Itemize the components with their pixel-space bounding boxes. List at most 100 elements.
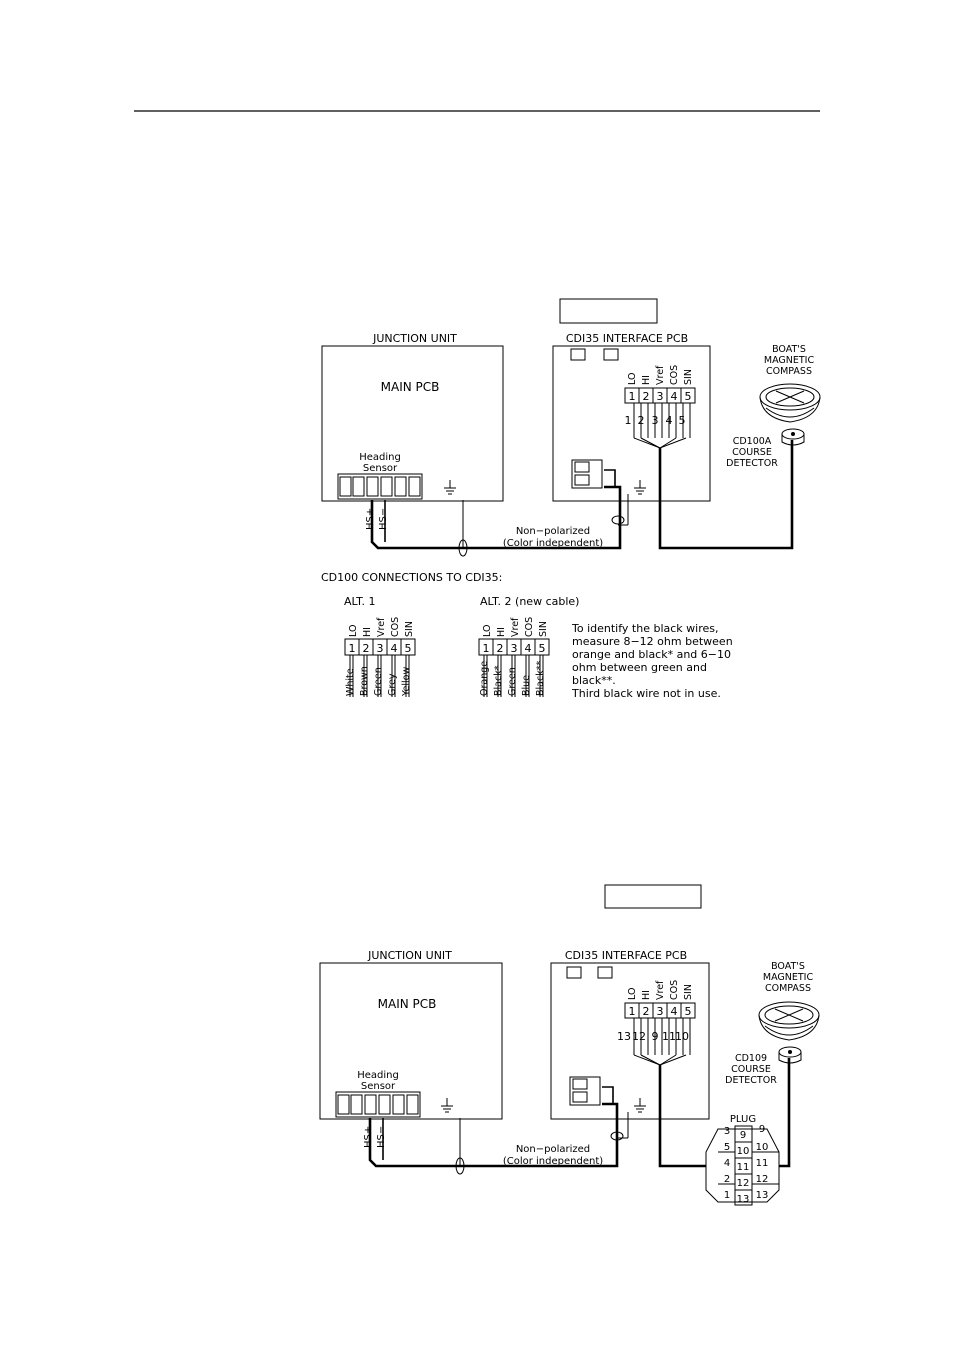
plug-right-number: 10 (756, 1142, 769, 1153)
plug-right-number: 12 (756, 1174, 769, 1185)
plug-connector (705, 1125, 780, 1206)
signal-lo-label: LO (627, 988, 638, 1000)
plug-pin: 10 (737, 1146, 750, 1157)
diagram-cd100a: JUNCTION UNIT MAIN PCB Heading Sensor HS… (321, 332, 821, 557)
figure-caption-box-2 (604, 884, 702, 909)
wire-number: 10 (675, 1030, 689, 1043)
plug-left-number: 5 (724, 1142, 730, 1153)
cable-note: (Color independent) (503, 1156, 603, 1167)
detector-label: CD109 (735, 1053, 767, 1064)
cdi35-connector-1 (571, 459, 603, 489)
heading-sensor-terminal (335, 1091, 421, 1118)
cdi35-component (597, 966, 613, 979)
terminal-number: 2 (497, 642, 504, 655)
terminal-number: 5 (685, 390, 692, 403)
note-line: Third black wire not in use. (571, 687, 721, 700)
cdi35-box (552, 345, 711, 502)
wire-number: 12 (632, 1030, 646, 1043)
alt2-wire-color: Black** (535, 661, 546, 696)
alt1-terminal-strip (344, 638, 416, 656)
detector-cable (658, 1065, 706, 1168)
plug-pin: 9 (740, 1130, 746, 1141)
junction-unit-title: JUNCTION UNIT (372, 332, 457, 345)
alt2-terminal-strip (478, 638, 550, 656)
hs-plus-label: HS+ (365, 508, 376, 530)
detector-label: DETECTOR (725, 1075, 777, 1086)
terminal-number: 2 (643, 390, 650, 403)
terminal-number: 4 (525, 642, 532, 655)
alt2-signal-label: HI (496, 627, 507, 637)
junction-unit-box (319, 962, 503, 1120)
plug-left-number: 1 (724, 1190, 730, 1201)
main-pcb-label: MAIN PCB (378, 997, 437, 1011)
alt1-signal-label: LO (348, 625, 359, 637)
signal-sin-label: SIN (683, 369, 694, 385)
hs-minus-label: HS− (376, 1126, 387, 1148)
alt1-signal-label: Vref (376, 617, 387, 637)
alt1-wire-color: Grey (387, 673, 398, 696)
alt2-title: ALT. 2 (new cable) (480, 595, 579, 608)
alt1-title: ALT. 1 (344, 595, 376, 608)
terminal-number: 4 (671, 390, 678, 403)
compass-icon (759, 383, 821, 423)
detector-label: DETECTOR (726, 458, 778, 469)
cable-note: (Color independent) (503, 538, 603, 549)
plug-right-number: 9 (759, 1124, 765, 1135)
heading-label: Heading (357, 1070, 399, 1081)
alt2-wire-color: Green (507, 667, 518, 696)
wire-number: 3 (652, 414, 659, 427)
plug-title: PLUG (730, 1114, 756, 1125)
compass-label: COMPASS (766, 366, 812, 377)
terminal-number: 3 (511, 642, 518, 655)
plug-left-number: 3 (724, 1126, 730, 1137)
cd100-connections: CD100 CONNECTIONS TO CDI35: ALT. 1 ALT. … (321, 571, 733, 700)
alt2-signal-label: SIN (538, 621, 549, 637)
plug-pin: 13 (737, 1194, 750, 1205)
note-line: orange and black* and 6−10 (572, 648, 731, 661)
signal-vref-label: Vref (655, 980, 666, 1000)
ground-icon (444, 480, 456, 495)
plug-right-number: 13 (756, 1190, 769, 1201)
detector-label: COURSE (731, 1064, 771, 1075)
cable-clamp (610, 1131, 624, 1141)
diagram-cd109: JUNCTION UNIT MAIN PCB Heading Sensor HS… (319, 949, 820, 1206)
wire-number: 1 (625, 414, 632, 427)
alt1-signal-label: COS (390, 617, 401, 637)
terminal-number: 5 (685, 1005, 692, 1018)
cable-note: Non−polarized (516, 526, 590, 537)
sensor-label: Sensor (361, 1081, 396, 1092)
compass-label: MAGNETIC (764, 355, 815, 366)
course-detector-icon (778, 1046, 802, 1064)
terminal-number: 3 (377, 642, 384, 655)
plug-left-number: 4 (724, 1158, 730, 1169)
heading-label: Heading (359, 452, 401, 463)
alt2-signal-label: LO (482, 625, 493, 637)
main-pcb-label: MAIN PCB (381, 380, 440, 394)
note-line: ohm between green and (572, 661, 707, 674)
cable-clamp (458, 539, 468, 557)
alt2-signal-label: Vref (510, 617, 521, 637)
detector-label: CD100A (733, 436, 772, 447)
terminal-number: 4 (671, 1005, 678, 1018)
cdi35-component (603, 348, 619, 361)
compass-label: BOAT'S (772, 344, 806, 355)
cdi35-component (566, 966, 582, 979)
signal-hi-label: HI (641, 990, 652, 1000)
alt2-wire-color: Blue (521, 675, 532, 696)
terminal-number: 1 (629, 390, 636, 403)
alt2-signal-label: COS (524, 617, 535, 637)
terminal-number: 1 (483, 642, 490, 655)
alt1-signal-label: SIN (404, 621, 415, 637)
sensor-label: Sensor (363, 463, 398, 474)
alt2-wire-color: Black* (493, 665, 504, 696)
terminal-number: 4 (391, 642, 398, 655)
terminal-number: 3 (657, 390, 664, 403)
wire-number: 2 (638, 414, 645, 427)
cdi35-box (550, 962, 710, 1120)
heading-sensor-terminal (337, 473, 423, 500)
terminal-number: 1 (349, 642, 356, 655)
cable-note: Non−polarized (516, 1144, 590, 1155)
terminal-number: 2 (643, 1005, 650, 1018)
